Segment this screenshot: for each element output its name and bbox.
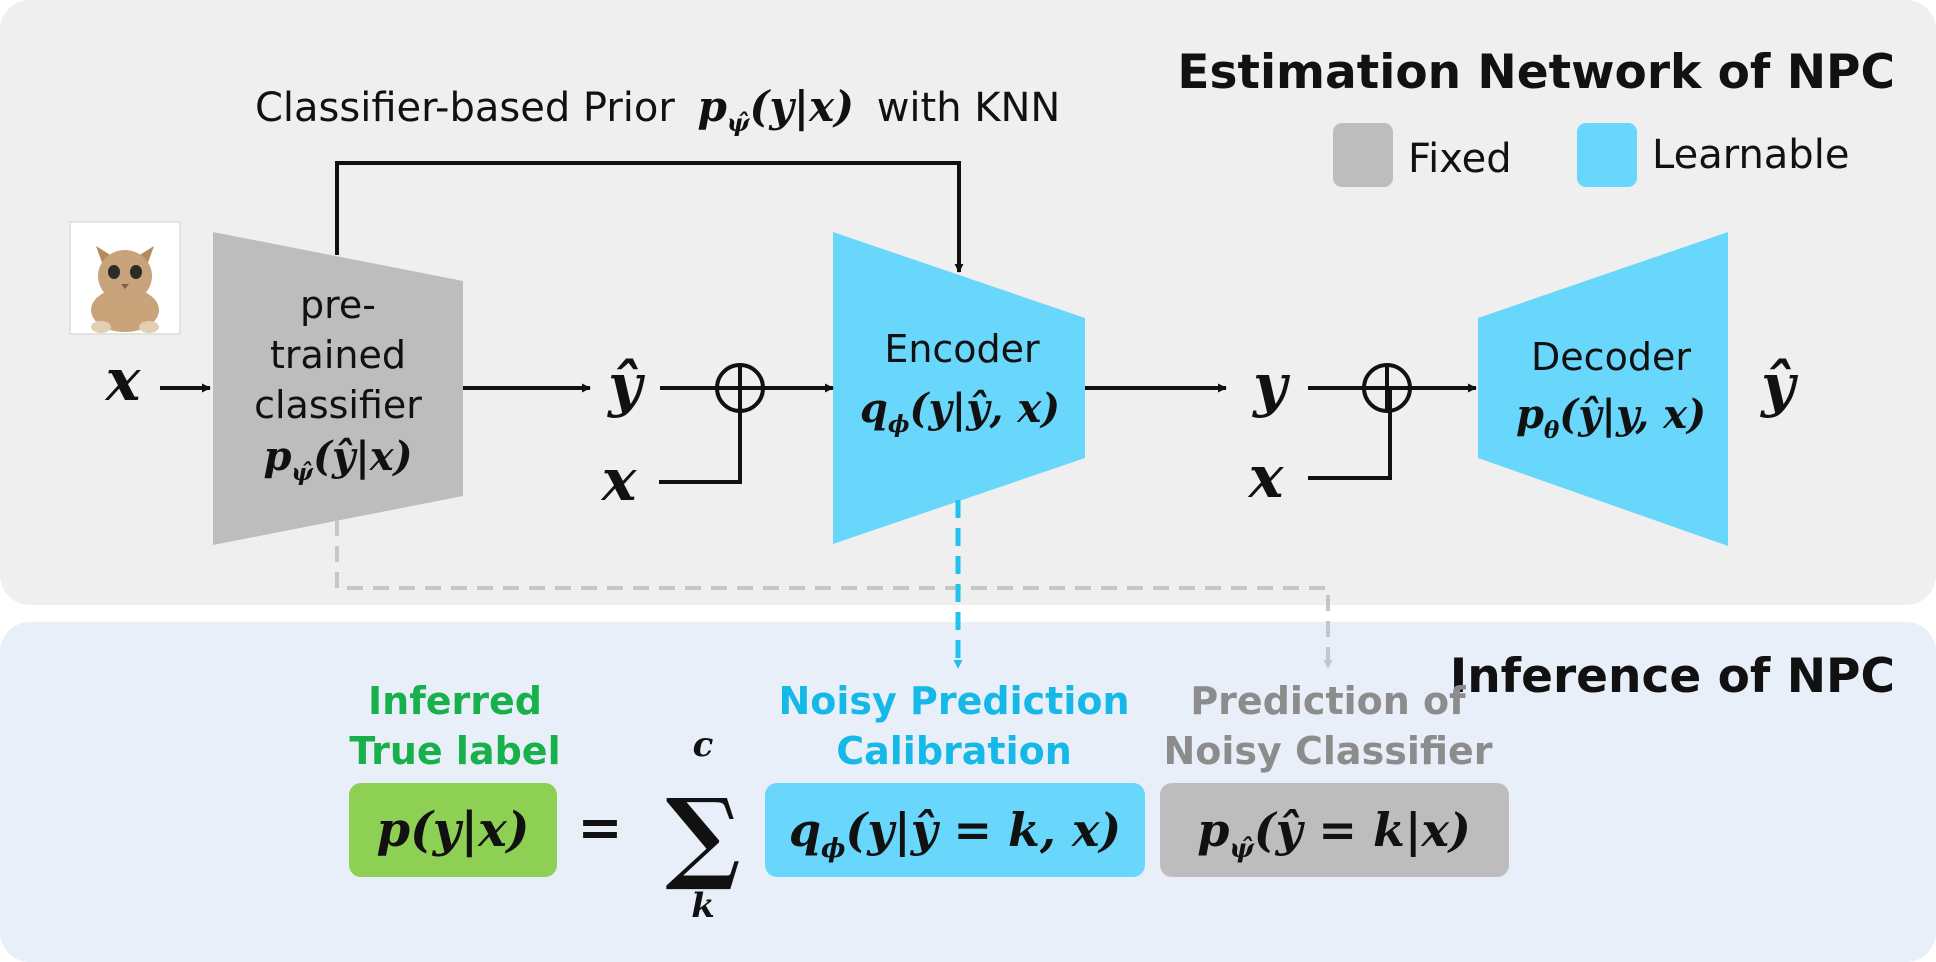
noisy-classifier-formula: pψ̂(ŷ = k|x): [1197, 803, 1471, 864]
pred-label-l1: Prediction of: [1190, 679, 1466, 723]
encoder-block: [833, 232, 1085, 544]
prior-sub: ψ̂: [727, 108, 751, 137]
cat-photo: [69, 221, 181, 335]
inferred-formula: p(y|x): [377, 802, 530, 858]
inferred-label-l1: Inferred: [368, 679, 542, 723]
encoder-formula: qϕ(y|ŷ, x): [860, 385, 1060, 438]
classifier-line1: pre-: [300, 283, 376, 327]
prior-args: (y|x): [750, 82, 854, 131]
noisy-label-l2: Calibration: [836, 729, 1072, 773]
encoder-label: Encoder: [884, 327, 1040, 371]
dash-gray-connector: [335, 520, 1333, 669]
prior-formula: p: [698, 82, 727, 131]
noisy-label-l1: Noisy Prediction: [778, 679, 1129, 723]
classifier-block: [213, 232, 463, 545]
prior-label: Classifier-based Prior pψ̂(y|x) with KNN: [255, 82, 1060, 137]
legend-fixed-swatch: [1333, 123, 1393, 187]
var-yhat-final: ŷ: [1759, 351, 1799, 419]
noisy-calibration-formula: qϕ(y|ŷ = k, x): [789, 803, 1121, 864]
var-x-mid: x: [600, 446, 638, 514]
inferred-box: [349, 783, 557, 877]
decoder-formula: pθ(ŷ|y, x): [1516, 391, 1706, 444]
legend-learnable-swatch: [1577, 123, 1637, 187]
var-yhat-mid: ŷ: [606, 351, 646, 419]
noisy-calibration-box: [765, 783, 1145, 877]
estimation-title: Estimation Network of NPC: [1177, 45, 1895, 100]
pred-label-l2: Noisy Classifier: [1163, 729, 1492, 773]
classifier-line3: classifier: [254, 383, 422, 427]
classifier-line2: trained: [270, 333, 406, 377]
classifier-formula: pψ̂(ŷ|x): [263, 433, 412, 486]
sum-symbol: ∑: [665, 776, 740, 894]
var-y-out: y: [1251, 351, 1291, 419]
decoder-block: [1478, 232, 1728, 546]
legend-fixed-label: Fixed: [1408, 136, 1512, 182]
sum-lower: k: [691, 886, 715, 926]
var-x-out: x: [1247, 443, 1285, 511]
var-x-input: x: [104, 346, 142, 414]
prior-prefix: Classifier-based Prior: [255, 85, 675, 131]
inferred-label-l2: True label: [349, 729, 560, 773]
equals-sign: =: [577, 795, 622, 859]
sum-upper: c: [693, 725, 714, 765]
legend-learnable-label: Learnable: [1652, 132, 1849, 178]
connectors: [160, 161, 1477, 484]
prior-suffix: with KNN: [877, 85, 1061, 131]
noisy-classifier-box: [1160, 783, 1509, 877]
inference-title: Inference of NPC: [1450, 649, 1895, 704]
decoder-label: Decoder: [1531, 335, 1691, 379]
